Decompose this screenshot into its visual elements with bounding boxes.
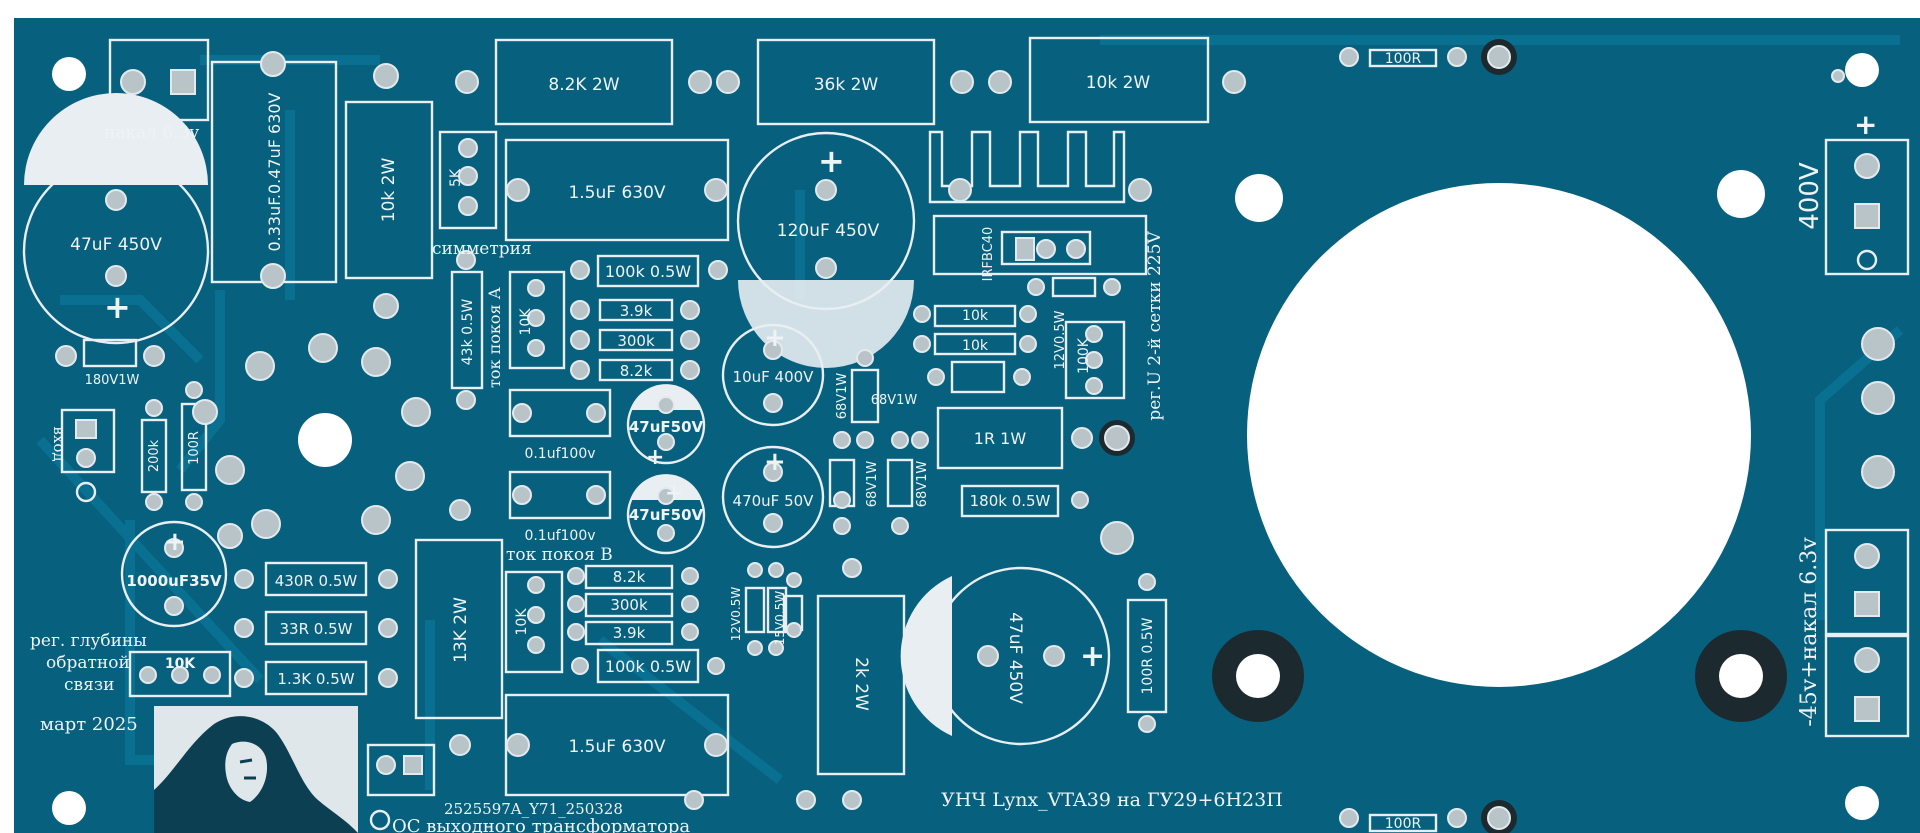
svg-text:+: + xyxy=(818,142,845,180)
label-r-13k-2w: 13K 2W xyxy=(451,597,471,663)
svg-text:+: + xyxy=(1080,639,1105,674)
label-c-120uf: 120uF 450V xyxy=(777,221,880,241)
label-feedback-1: рег. глубины xyxy=(30,631,147,651)
label-r-8-2k-b: 8.2k xyxy=(613,568,646,586)
label-r-43k: 43k 0.5W xyxy=(460,299,476,366)
label-r-1-3k: 1.3K 0.5W xyxy=(277,670,354,688)
label-zener-68v-c: 68V1W xyxy=(865,461,880,508)
label-r-100r-05w: 100R 0.5W xyxy=(1140,617,1156,694)
svg-text:+: + xyxy=(164,527,186,557)
label-r-200k: 200k xyxy=(147,439,162,472)
svg-text:+: + xyxy=(764,323,786,353)
svg-text:+: + xyxy=(646,445,664,470)
label-input: вход xyxy=(50,426,68,461)
label-400v: 400V xyxy=(1795,162,1825,230)
label-r-10k-b: 10k xyxy=(962,338,989,354)
label-zener-12v-b: 12V0.5W xyxy=(729,587,743,642)
label-r-1r: 1R 1W xyxy=(974,429,1027,448)
label-os-output: ОС выходного трансформатора xyxy=(392,816,690,833)
label-r-180k: 180k 0.5W xyxy=(970,492,1051,510)
label-r-430r: 430R 0.5W xyxy=(275,572,358,590)
component-labels: 8.2K 2W 36k 2W 10k 2W 100R 100R накал 6.… xyxy=(30,51,1825,833)
label-zener-15v-b: 15V0.5W xyxy=(773,591,787,646)
label-r-100r-vert: 100R xyxy=(187,431,202,465)
tube-cutout xyxy=(1247,183,1751,687)
label-r-2k-2w: 2k 2W xyxy=(851,657,871,711)
board-title: УНЧ Lynx_VTA39 на ГУ29+6Н23П xyxy=(941,789,1283,811)
mounting-holes xyxy=(52,53,1879,825)
label-zener-68v-d: 68V1W xyxy=(915,461,930,508)
label-symmetry: симметрия xyxy=(432,239,532,259)
label-pot-10k-a: 10K xyxy=(518,308,534,336)
label-c-047: 0.33uF.0.47uF 630V xyxy=(265,92,284,251)
label-r-100k-top: 100k 0.5W xyxy=(605,262,691,281)
label-r-100k-b: 100k 0.5W xyxy=(605,657,691,676)
label-c-47uf-left: 47uF 450V xyxy=(70,235,162,255)
label-pot-10k-b: 10K xyxy=(514,608,530,636)
label-date: март 2025 xyxy=(40,714,138,735)
plus-400v: + xyxy=(1854,108,1877,141)
label-feedback-2: обратной xyxy=(46,653,130,673)
label-heater-left: накал 6.3v xyxy=(104,123,199,143)
label-r-3-9k-b: 3.9k xyxy=(613,624,646,642)
label-mosfet: IRFBC40 xyxy=(981,227,996,282)
svg-text:+: + xyxy=(104,288,131,326)
svg-text:+: + xyxy=(764,447,786,477)
label-quiescent-b: ток покоя В xyxy=(506,545,613,565)
label-r-300k-top: 300k xyxy=(617,332,655,350)
label-r-8k2-2w: 8.2K 2W xyxy=(548,75,619,95)
label-c-1-5uf-bottom: 1.5uF 630V xyxy=(568,737,665,757)
pads xyxy=(55,39,1895,833)
label-grid2: рег.U 2-й сетки 225V xyxy=(1145,231,1165,421)
label-c-1-5uf-top: 1.5uF 630V xyxy=(568,183,665,203)
label-r-100r-bottom: 100R xyxy=(1385,816,1422,832)
label-c-10uf-400v: 10uF 400V xyxy=(733,368,815,386)
label-r-33r: 33R 0.5W xyxy=(280,620,353,638)
label-r-8-2k-top: 8.2k xyxy=(620,362,653,380)
label-supply-right: -45v+накал 6.3v xyxy=(1797,537,1822,727)
label-r-300k-b: 300k xyxy=(610,596,648,614)
label-zener-12v: 12V0.5W xyxy=(1053,310,1068,369)
label-c-0-1uf-b: 0.1uf100v xyxy=(524,528,595,544)
polarity-symbols: + + + + + + + + + xyxy=(75,108,1877,831)
label-r-10k-a: 10k xyxy=(962,308,989,324)
label-zener-68v-a: 68V1W xyxy=(835,373,850,420)
board-code: 2525597A_Y71_250328 xyxy=(444,800,623,818)
label-r-3-9k-top: 3.9k xyxy=(620,302,653,320)
label-feedback-3: связи xyxy=(64,675,114,695)
label-pot-100k: 100K xyxy=(1076,337,1092,374)
label-r-100r-top: 100R xyxy=(1385,51,1422,67)
label-pot-5k: 5K xyxy=(448,168,464,187)
label-c-1000uf: 1000uF35V xyxy=(126,572,222,590)
label-r-10k-2w-top: 10k 2W xyxy=(1086,73,1151,93)
label-r-36k-2w: 36k 2W xyxy=(814,75,879,95)
label-pot-10k-fb: 10K xyxy=(165,656,196,672)
logo-portrait xyxy=(154,706,358,833)
label-c-0-1uf-a: 0.1uf100v xyxy=(524,446,595,462)
label-zener-180v: 180V1W xyxy=(85,373,140,388)
label-zener-68v-b: 68V1W xyxy=(871,393,918,408)
label-c-47uf50v-b: 47uF50V xyxy=(629,506,704,524)
label-c-47uf50v-a: 47uF50V xyxy=(629,418,704,436)
label-quiescent-a: ток покоя А xyxy=(485,287,504,388)
label-c-47uf-right: 47uF 450V xyxy=(1005,612,1025,704)
label-c-470uf-50v: 470uF 50V xyxy=(733,492,815,510)
label-r-10k-2w-vert: 10k 2W xyxy=(379,158,399,223)
svg-text:+: + xyxy=(665,481,683,506)
